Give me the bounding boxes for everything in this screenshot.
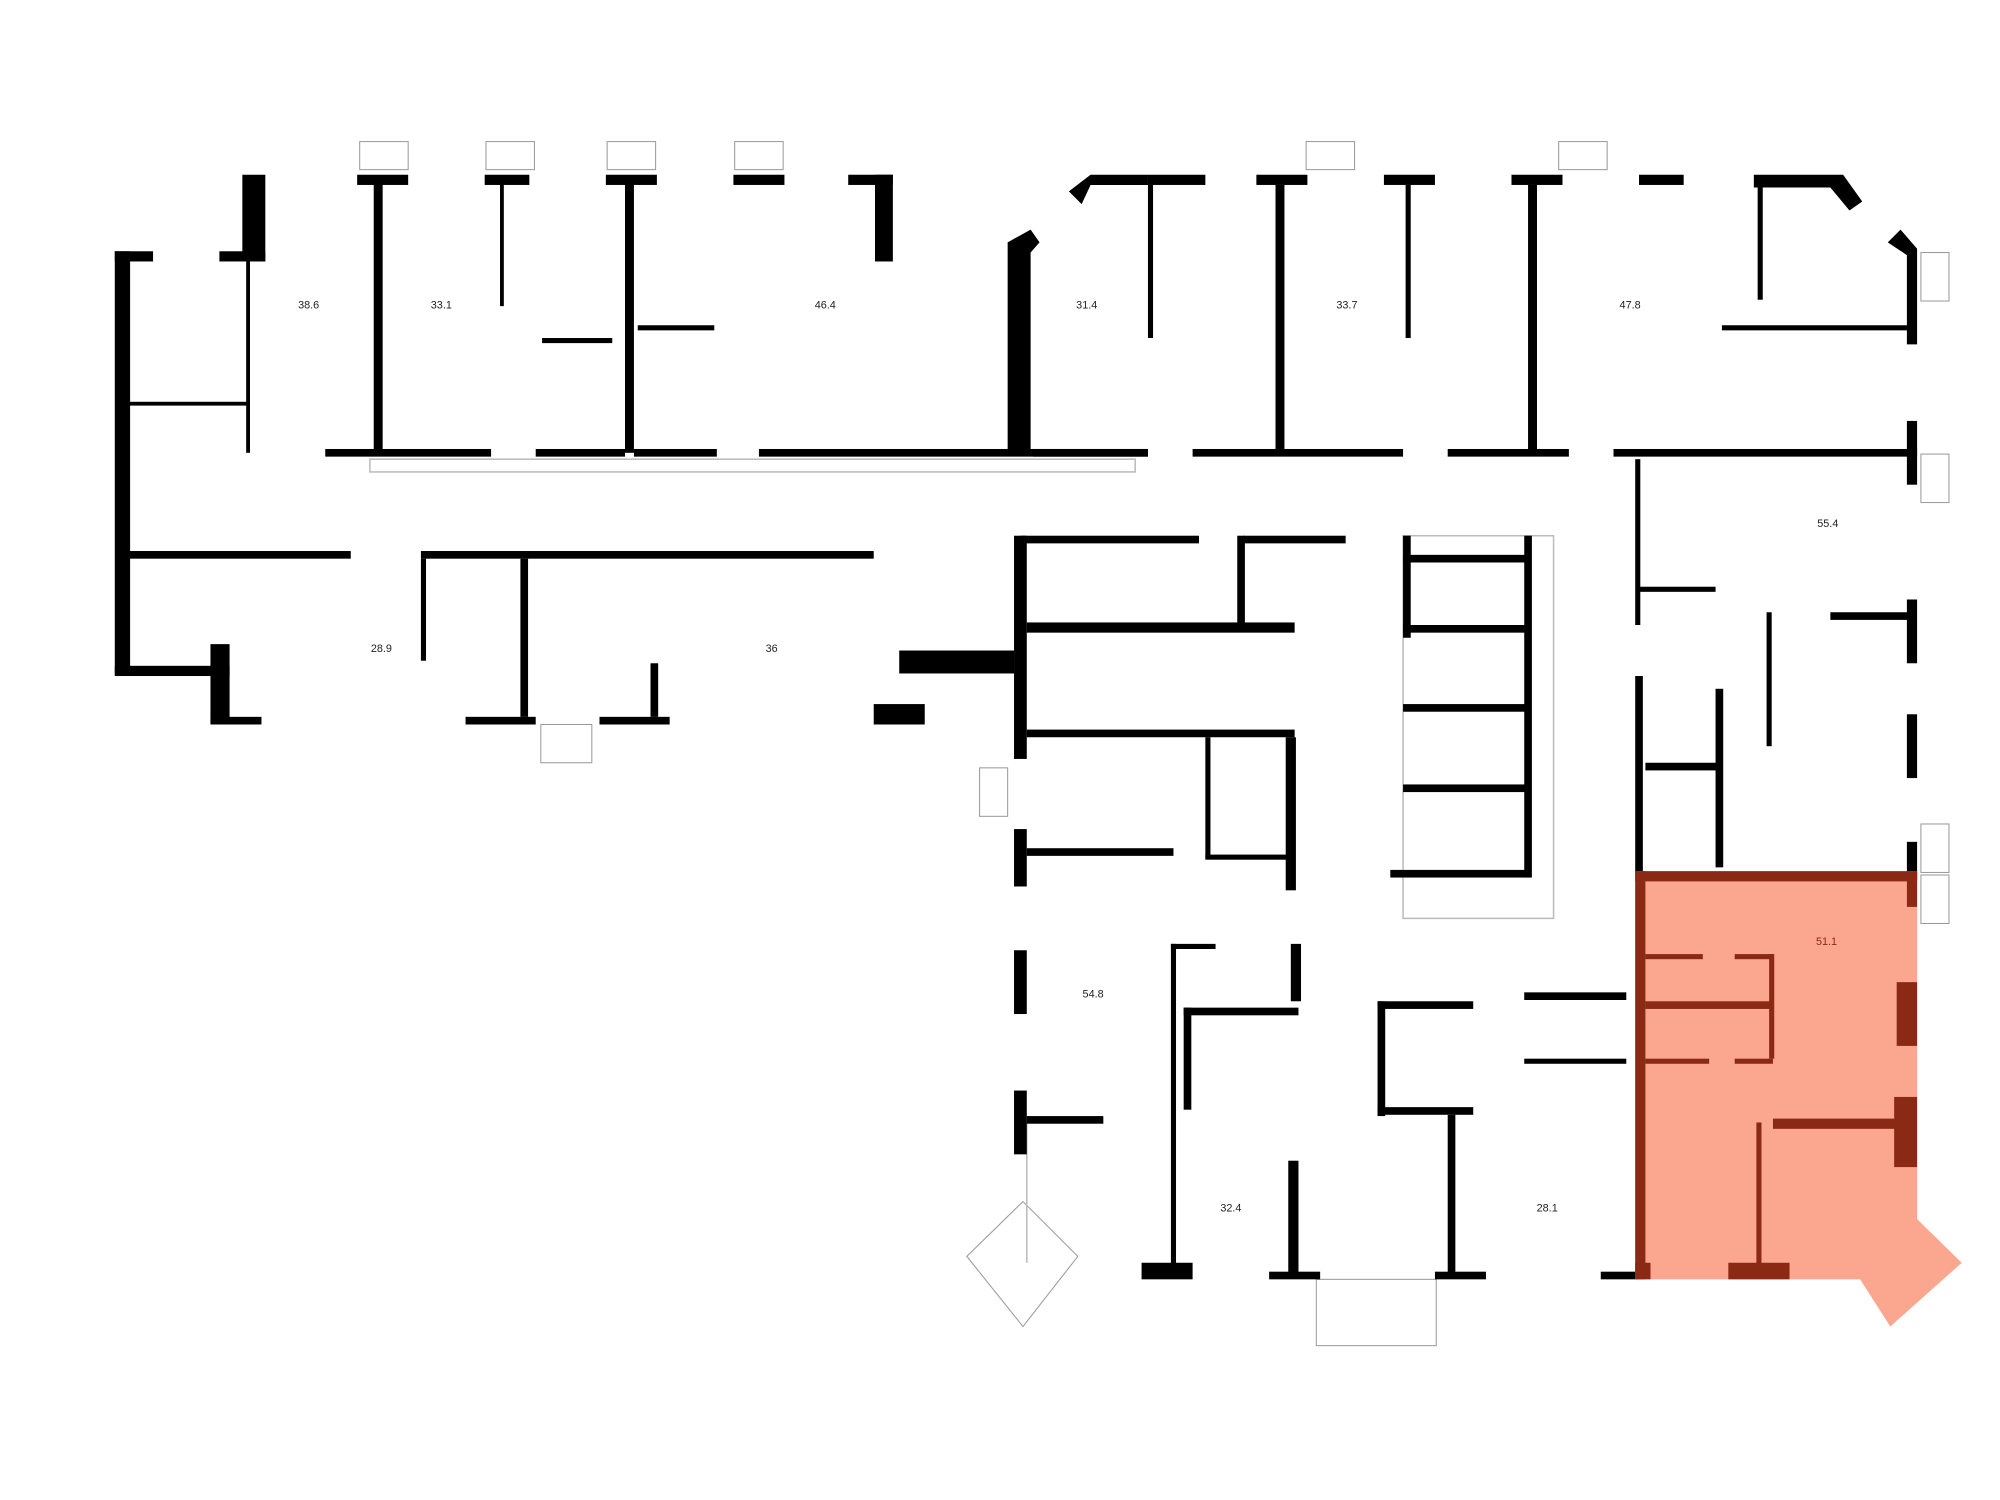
corridor-lines (126, 261, 1555, 1263)
apartment-area-label[interactable]: 32.4 (1220, 1203, 1241, 1215)
apartment-area-label: 51.1 (1816, 936, 1837, 948)
apartment-area-label[interactable]: 46.4 (815, 300, 836, 312)
apartment-area-label[interactable]: 47.8 (1620, 300, 1641, 312)
apartment-area-label[interactable]: 54.8 (1083, 988, 1104, 1000)
apartment-area-label[interactable]: 28.1 (1537, 1203, 1558, 1215)
apartment-area-label[interactable]: 28.9 (371, 643, 392, 655)
apartment-area-label[interactable]: 33.1 (431, 300, 452, 312)
apartment-area-label[interactable]: 36 (766, 643, 778, 655)
apartment-area-label[interactable]: 55.4 (1817, 518, 1838, 530)
walls (114, 174, 1918, 1280)
apartment-area-label[interactable]: 38.6 (298, 300, 319, 312)
ac-units (359, 141, 1950, 1347)
apartment-selected-51-1[interactable]: 51.1 (1635, 871, 1962, 1327)
apartment-area-label[interactable]: 31.4 (1076, 300, 1097, 312)
area-labels: 38.6 33.1 46.4 31.4 33.7 47.8 55.4 28.9 … (298, 300, 1838, 1215)
apartment-area-label[interactable]: 33.7 (1336, 300, 1357, 312)
